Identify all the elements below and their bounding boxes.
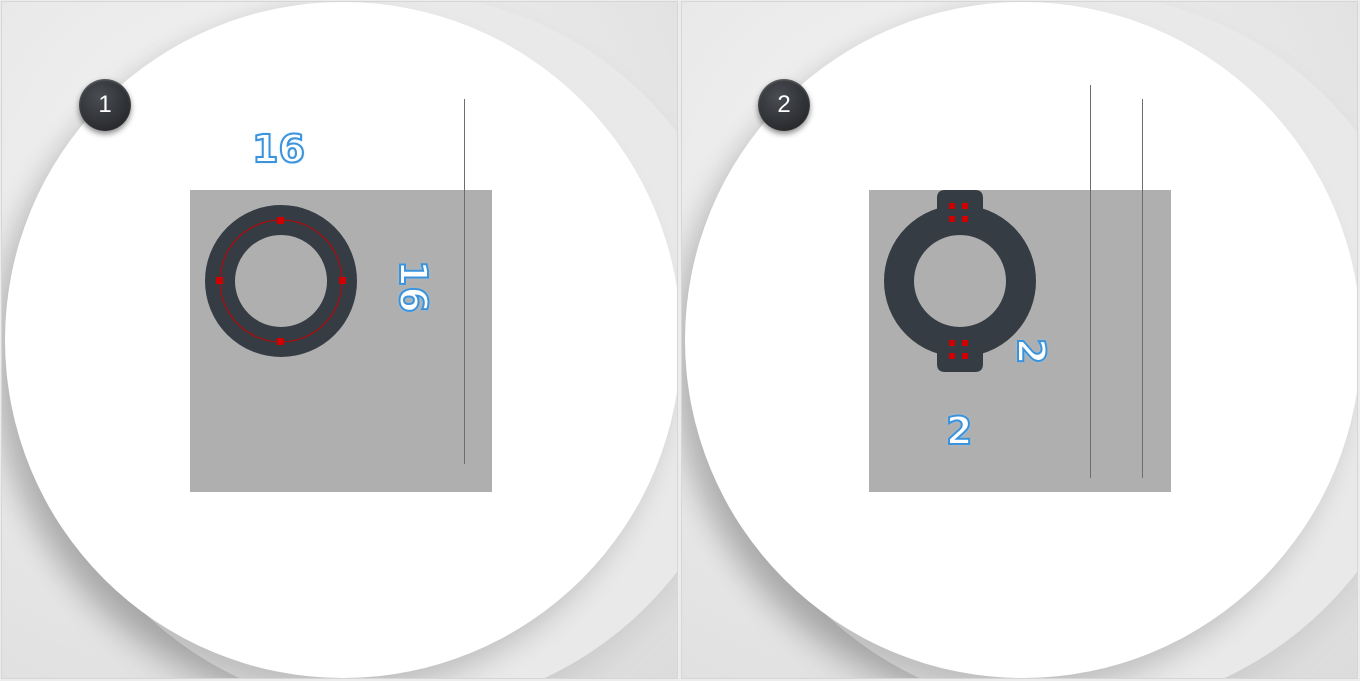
ring-shape <box>205 205 357 357</box>
step-panel-1: 1 16 16 <box>1 1 678 679</box>
anchor-point-top-2 <box>962 203 968 209</box>
anchor-point-bottom <box>277 338 284 345</box>
dimension-label-height: 16 <box>390 259 436 314</box>
top-tab <box>937 190 983 214</box>
anchor-point-bottom-1 <box>949 340 955 346</box>
vertical-guide <box>464 99 465 464</box>
anchor-point-bottom-4 <box>962 353 968 359</box>
ring-outer <box>205 205 357 357</box>
bottom-tab <box>937 348 983 372</box>
ring-outer <box>884 205 1036 357</box>
anchor-point-bottom-2 <box>962 340 968 346</box>
anchor-point-top-1 <box>949 203 955 209</box>
vertical-guide-left <box>1090 85 1091 478</box>
top-tab-fillets <box>918 212 1002 224</box>
anchor-point-left <box>216 277 223 284</box>
dimension-label-width: 16 <box>251 127 306 171</box>
anchor-point-top <box>277 217 284 224</box>
step-number-badge: 1 <box>79 79 131 131</box>
step-number-badge: 2 <box>758 79 810 131</box>
step-panel-2: 2 2 2 <box>681 1 1358 679</box>
anchor-point-top-3 <box>949 216 955 222</box>
dimension-label-bottom: 2 <box>945 409 973 453</box>
anchor-point-right <box>339 277 346 284</box>
anchor-point-bottom-3 <box>949 353 955 359</box>
bottom-tab-fillets <box>918 338 1002 350</box>
vertical-guide-right <box>1142 99 1143 478</box>
dimension-label-rotated: 2 <box>1008 337 1054 365</box>
anchor-point-top-4 <box>962 216 968 222</box>
ring-with-tabs-shape <box>884 190 1036 372</box>
